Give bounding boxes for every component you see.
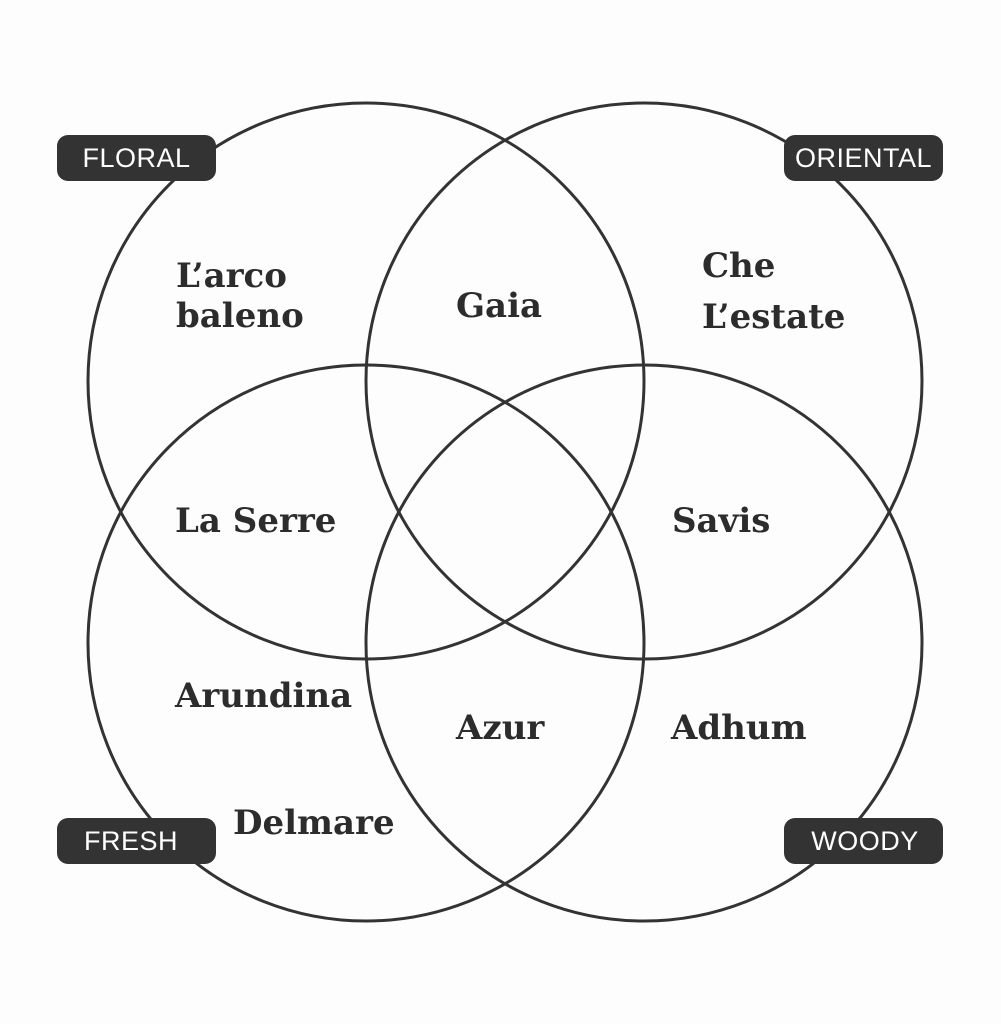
oriental-tag: ORIENTAL [784,135,943,181]
fragrance-arundina: Arundina [174,676,352,716]
fragrance-delmare: Delmare [233,803,395,843]
fragrance-adhum: Adhum [670,708,807,748]
fragrance-savis: Savis [672,501,770,541]
fragrance-la-serre: La Serre [175,501,336,541]
fresh-tag: FRESH [57,818,216,864]
woody-tag-label: WOODY [811,826,919,856]
fragrance-larco-line2: baleno [176,296,304,336]
fresh-tag-label: FRESH [84,826,178,856]
oriental-tag-label: ORIENTAL [795,143,932,173]
fresh-circle [86,363,646,923]
floral-tag: FLORAL [57,135,216,181]
fragrance-gaia: Gaia [456,286,542,326]
floral-tag-label: FLORAL [82,143,190,173]
fragrance-azur: Azur [455,708,545,748]
fragrance-che: Che [702,246,775,286]
fragrance-larco-line1: L’arco [176,256,287,296]
woody-circle [364,363,924,923]
woody-tag: WOODY [784,818,943,864]
fragrance-lestate: L’estate [702,297,845,337]
